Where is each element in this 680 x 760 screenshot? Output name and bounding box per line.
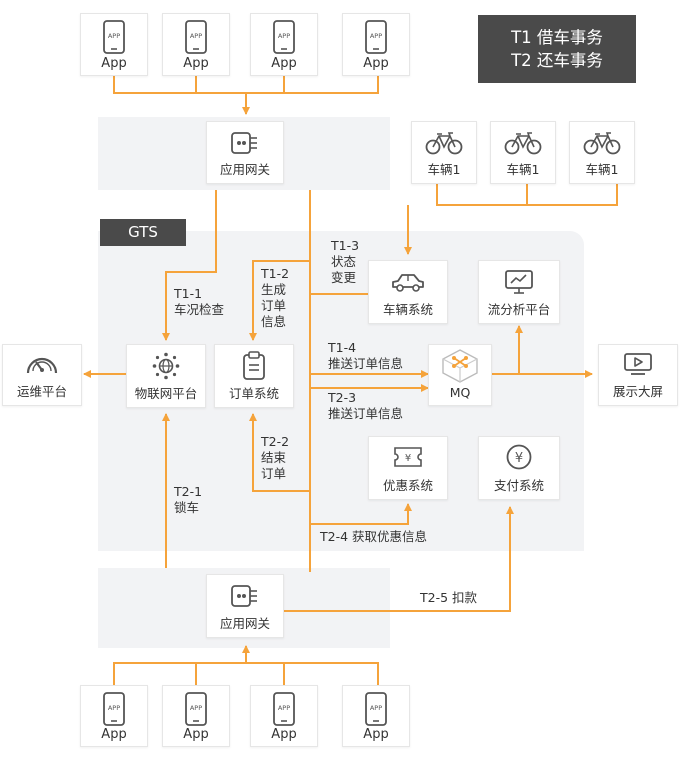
app-card-top-2[interactable]: APP App: [162, 13, 230, 76]
yen-coin-icon: ¥: [506, 444, 532, 470]
app-label: App: [271, 727, 297, 742]
play-screen-icon: [624, 353, 652, 375]
order-system-label: 订单系统: [228, 386, 279, 401]
legend-t1: T1 借车事务: [511, 28, 603, 47]
app-label: App: [101, 727, 127, 742]
phone-app-icon: APP: [185, 20, 207, 54]
app-card-top-3[interactable]: APP App: [250, 13, 318, 76]
app-label: App: [271, 56, 297, 71]
gateway-top[interactable]: 应用网关: [206, 121, 284, 184]
svg-text:¥: ¥: [405, 453, 411, 464]
app-card-top-1[interactable]: APP App: [80, 13, 148, 76]
phone-app-icon: APP: [185, 692, 207, 726]
coupon-system[interactable]: ¥ 优惠系统: [368, 436, 448, 500]
ops-platform[interactable]: 运维平台: [2, 344, 82, 406]
clipboard-icon: [243, 351, 265, 380]
bicycle-icon: [504, 132, 542, 155]
app-label: App: [101, 56, 127, 71]
vehicle-system-label: 车辆系统: [382, 302, 433, 317]
car-icon: [392, 274, 424, 292]
app-card-bottom-3[interactable]: APP App: [250, 685, 318, 747]
bike-card-2[interactable]: 车辆1: [490, 121, 556, 184]
bottom-apps-bus: [113, 662, 379, 685]
svg-text:¥: ¥: [515, 451, 523, 466]
svg-text:APP: APP: [370, 32, 382, 40]
gateway-label: 应用网关: [219, 162, 270, 177]
phone-app-icon: APP: [365, 20, 387, 54]
svg-text:APP: APP: [190, 32, 202, 40]
stream-platform[interactable]: 流分析平台: [478, 260, 560, 324]
mq-node[interactable]: MQ: [428, 344, 492, 406]
bike-label: 车辆1: [585, 162, 619, 177]
ops-platform-label: 运维平台: [16, 384, 67, 399]
arrow-t1-2: [249, 260, 310, 341]
step-t2-5: T2-5 扣款: [420, 590, 478, 605]
legend-t2: T2 还车事务: [511, 51, 603, 70]
phone-app-icon: APP: [273, 20, 295, 54]
app-label: App: [183, 56, 209, 71]
stream-platform-label: 流分析平台: [487, 302, 551, 317]
top-apps-bus: [113, 76, 379, 94]
bicycle-icon: [583, 132, 621, 155]
legend: T1 借车事务 T2 还车事务: [478, 15, 636, 83]
svg-text:APP: APP: [108, 704, 120, 712]
svg-text:APP: APP: [370, 704, 382, 712]
phone-app-icon: APP: [365, 692, 387, 726]
bike-card-3[interactable]: 车辆1: [569, 121, 635, 184]
phone-app-icon: APP: [103, 692, 125, 726]
arrow-t1-1: [162, 190, 217, 341]
app-card-bottom-2[interactable]: APP App: [162, 685, 230, 747]
phone-app-icon: APP: [103, 20, 125, 54]
coupon-ticket-icon: ¥: [394, 447, 422, 467]
pay-system[interactable]: ¥ 支付系统: [478, 436, 560, 500]
bike-label: 车辆1: [427, 162, 461, 177]
gateway-icon: [231, 585, 257, 607]
vehicle-system[interactable]: 车辆系统: [368, 260, 448, 324]
iot-platform-label: 物联网平台: [134, 386, 198, 401]
app-card-bottom-4[interactable]: APP App: [342, 685, 410, 747]
bike-card-1[interactable]: 车辆1: [411, 121, 477, 184]
iot-platform[interactable]: 物联网平台: [126, 344, 206, 408]
bicycle-icon: [425, 132, 463, 155]
gateway-bottom[interactable]: 应用网关: [206, 574, 284, 638]
svg-text:APP: APP: [278, 32, 290, 40]
network-globe-icon: [152, 352, 180, 380]
display-screen[interactable]: 展示大屏: [598, 344, 678, 406]
svg-text:APP: APP: [108, 32, 120, 40]
app-label: App: [183, 727, 209, 742]
app-card-top-4[interactable]: APP App: [342, 13, 410, 76]
gts-label: GTS: [100, 219, 186, 246]
app-label: App: [363, 727, 389, 742]
phone-app-icon: APP: [273, 692, 295, 726]
svg-text:APP: APP: [278, 704, 290, 712]
svg-text:APP: APP: [190, 704, 202, 712]
arrow-t2-2: [249, 413, 310, 492]
order-system[interactable]: 订单系统: [214, 344, 294, 408]
gateway-label: 应用网关: [219, 616, 270, 631]
mq-label: MQ: [449, 385, 471, 400]
app-label: App: [363, 56, 389, 71]
app-card-bottom-1[interactable]: APP App: [80, 685, 148, 747]
gateway-icon: [231, 132, 257, 154]
step-t2-4: T2-4 获取优惠信息: [320, 529, 428, 544]
coupon-system-label: 优惠系统: [382, 478, 433, 493]
gauge-icon: [26, 357, 58, 374]
arrow-t2-4: [310, 503, 412, 525]
mq-cube-icon: [442, 349, 478, 383]
arrow-t2-5: [282, 506, 514, 612]
display-screen-label: 展示大屏: [612, 384, 663, 399]
pay-system-label: 支付系统: [493, 478, 544, 493]
monitor-chart-icon: [505, 270, 533, 294]
bike-label: 车辆1: [506, 162, 540, 177]
